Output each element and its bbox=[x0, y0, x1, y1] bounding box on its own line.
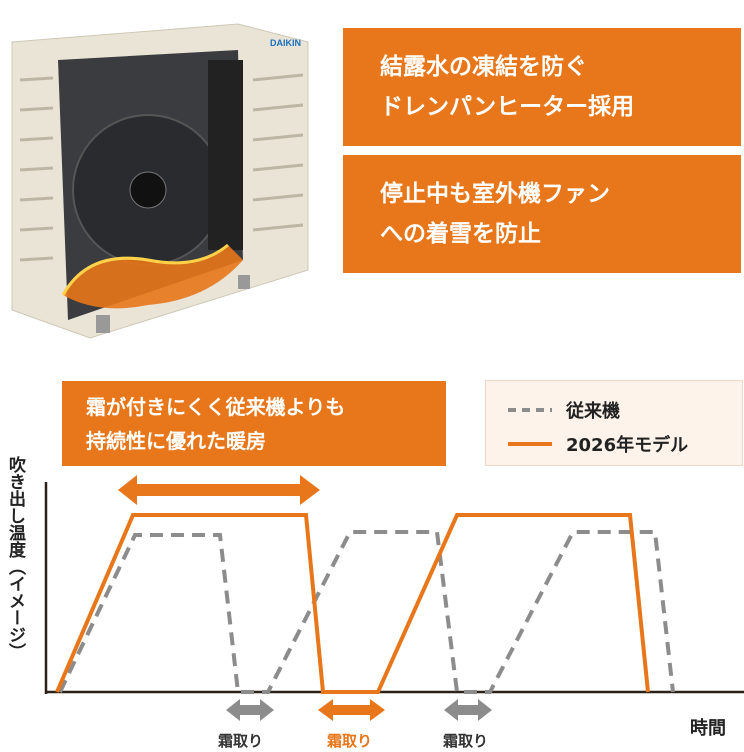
conventional-line bbox=[58, 530, 675, 694]
defrost-label: 霜取り bbox=[443, 732, 489, 750]
legend: 従来機 2026年モデル bbox=[485, 380, 743, 466]
feature-text: への着雪を防止 bbox=[380, 221, 541, 247]
feature-text: 停止中も室外機ファン bbox=[380, 181, 610, 207]
headline-line: 持続性に優れた暖房 bbox=[86, 428, 266, 453]
defrost-label: 霜取り bbox=[218, 732, 264, 750]
legend-item-new-model: 2026年モデル bbox=[508, 431, 688, 457]
defrost-arrow-conventional bbox=[444, 699, 492, 721]
defrost-label-new-model: 霜取り bbox=[327, 732, 373, 750]
outdoor-unit-photo: DAIKIN bbox=[8, 20, 320, 340]
legend-label: 2026年モデル bbox=[566, 435, 689, 456]
y-axis-label: 吹き出し温度（イメージ） bbox=[5, 456, 25, 660]
defrost-arrow-conventional bbox=[226, 699, 274, 721]
legend-item-conventional: 従来機 bbox=[508, 397, 620, 423]
feature-drain-pan-heater: 結露水の凍結を防ぐ ドレンパンヒーター採用 bbox=[343, 28, 741, 146]
dashed-line-swatch bbox=[508, 408, 552, 412]
feature-text: 結露水の凍結を防ぐ bbox=[380, 54, 587, 80]
x-axis-label: 時間 bbox=[690, 718, 726, 739]
svg-text:DAIKIN: DAIKIN bbox=[270, 38, 301, 48]
feature-snow-prevention: 停止中も室外機ファン への着雪を防止 bbox=[343, 155, 741, 273]
solid-line-swatch bbox=[508, 442, 552, 446]
headline-line: 霜が付きにくく従来機よりも bbox=[86, 394, 346, 419]
legend-label: 従来機 bbox=[566, 401, 620, 422]
new-model-line bbox=[55, 513, 650, 694]
headline-box: 霜が付きにくく従来機よりも 持続性に優れた暖房 bbox=[62, 381, 446, 466]
feature-text: ドレンパンヒーター採用 bbox=[380, 94, 635, 120]
defrost-arrow-new-model bbox=[318, 699, 385, 721]
sustained-heating-arrow bbox=[118, 475, 320, 505]
